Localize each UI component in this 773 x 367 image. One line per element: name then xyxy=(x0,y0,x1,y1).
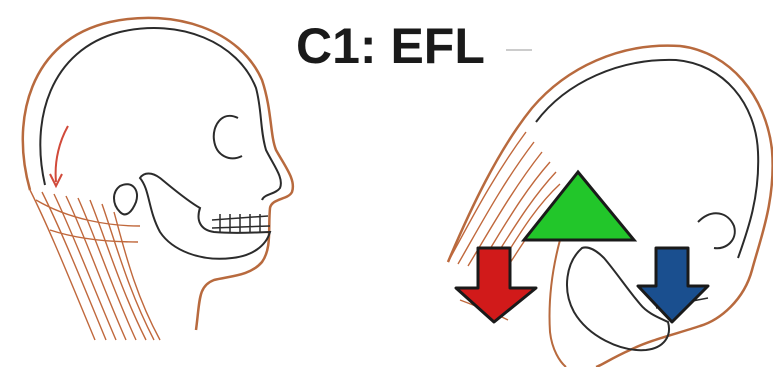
eye-socket-left xyxy=(214,116,242,158)
neutral-head-figure xyxy=(23,18,293,340)
posterior-force-arrow xyxy=(456,248,536,322)
neck-muscles-left xyxy=(30,190,160,340)
head-outline-left xyxy=(23,18,293,330)
teeth-left xyxy=(212,214,270,232)
ear-left xyxy=(114,184,137,214)
diagram-title: C1: EFL xyxy=(296,16,485,76)
neck-front-right xyxy=(549,240,566,367)
eye-socket-right xyxy=(698,213,735,248)
curved-arrow-icon xyxy=(56,126,68,182)
